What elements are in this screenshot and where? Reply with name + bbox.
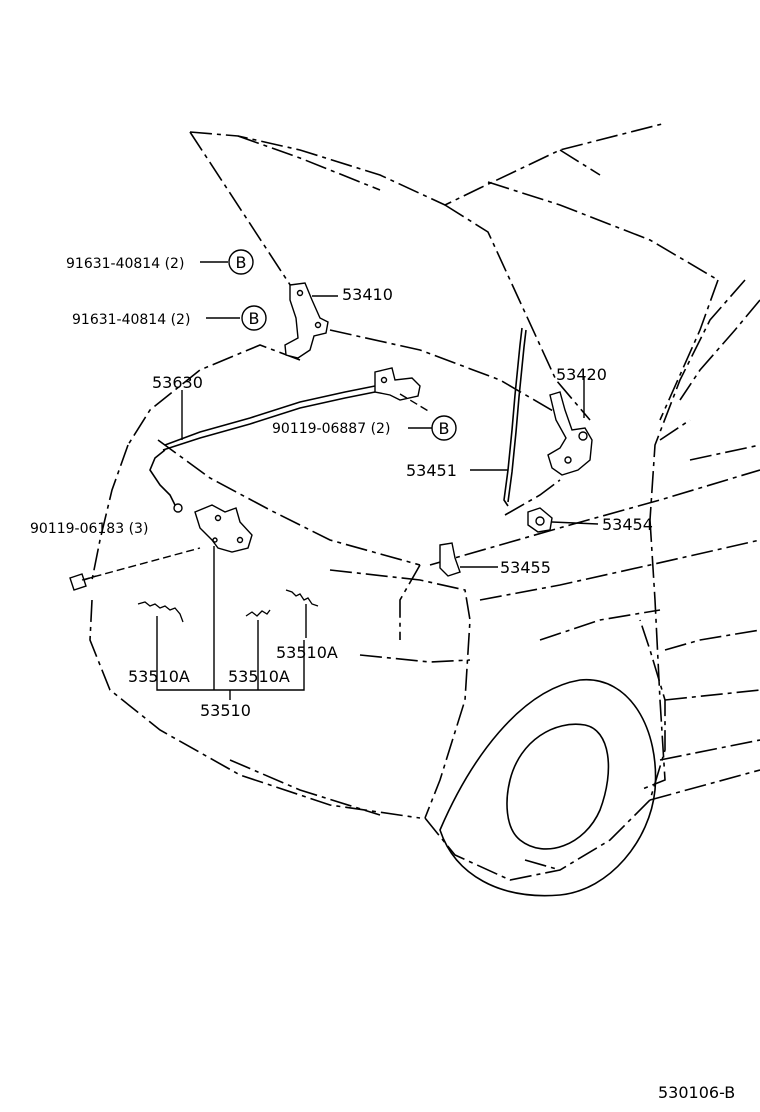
- hood-support-rod-part: [503, 327, 527, 507]
- label-bolt-b1: 91631-40814 (2): [66, 256, 184, 272]
- rod-clip-part: [439, 542, 461, 577]
- hood-hinge-left-part: [284, 282, 329, 359]
- ref-marker-b1-label: B: [236, 253, 247, 272]
- hood-lock-part: [194, 504, 253, 553]
- ref-marker-b2-label: B: [249, 309, 260, 328]
- label-cable: 53630: [152, 373, 203, 392]
- vehicle-outline: [89, 123, 760, 897]
- hinge-bracket-part: [374, 367, 421, 401]
- rod-holder-part: [527, 507, 553, 533]
- label-bolt-hinge: 90119-06887 (2): [272, 421, 390, 437]
- figure-code: 530106-B: [658, 1083, 735, 1102]
- label-bolt-lock: 90119-06183 (3): [30, 521, 148, 537]
- hood-hinge-right-part: [547, 391, 593, 476]
- label-rod-clip: 53455: [500, 558, 551, 577]
- ref-marker-b3: B: [431, 415, 457, 441]
- label-bolt-b2: 91631-40814 (2): [72, 312, 190, 328]
- label-spring-a1: 53510A: [128, 667, 190, 686]
- label-lock-assy: 53510: [200, 701, 251, 720]
- label-spring-a2: 53510A: [228, 667, 290, 686]
- label-hinge-right: 53420: [556, 365, 607, 384]
- ref-marker-b1: B: [228, 249, 254, 275]
- label-support-rod: 53451: [406, 461, 457, 480]
- hood-release-cable-part: [149, 385, 376, 513]
- ref-marker-b3-label: B: [439, 419, 450, 438]
- label-rod-holder: 53454: [602, 515, 653, 534]
- ref-marker-b2: B: [241, 305, 267, 331]
- label-spring-a3: 53510A: [276, 643, 338, 662]
- springs-part: [137, 589, 319, 623]
- label-hinge-left: 53410: [342, 285, 393, 304]
- lock-bolt-part: [69, 573, 97, 591]
- leader-lines: [81, 261, 599, 700]
